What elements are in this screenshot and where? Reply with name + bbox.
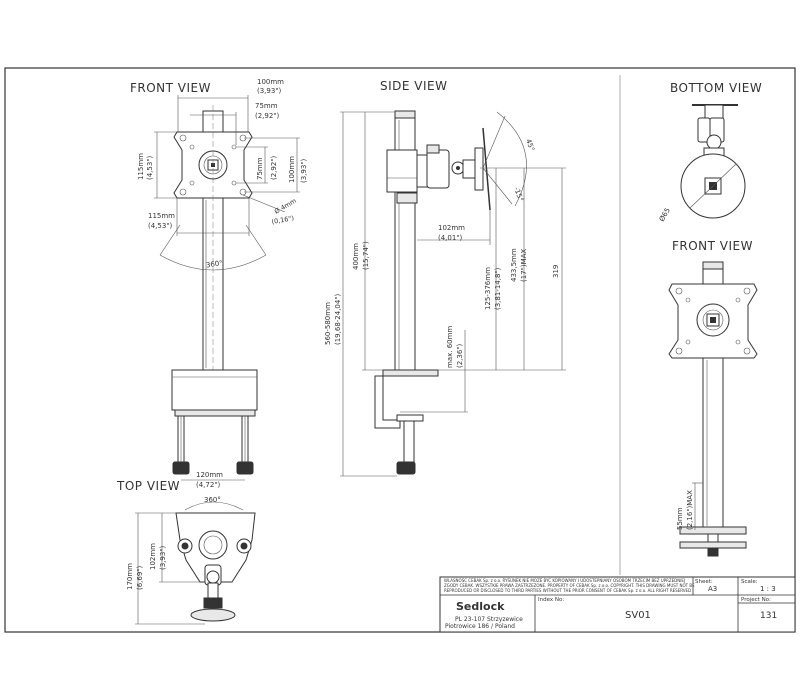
dim-170mm: 170mm [126,563,134,590]
side-clamp [374,375,401,429]
sheet-label: Sheet: [695,579,713,585]
dim-400in: (15,74") [362,241,370,270]
bottom-view: BOTTOM VIEW Ø65 [658,81,762,223]
sheet-border [4,67,796,633]
rotation-360-label: 360° [205,259,223,269]
dim-102mm-top: 102mm [149,543,157,570]
dim-102mm-side: 102mm [438,224,465,232]
scale-label: Scale: [741,579,758,585]
dim-125mm: 125-376mm [484,267,492,310]
top-rotation-360: 360° [204,496,221,504]
dim-400mm: 400mm [352,243,360,270]
side-view: SIDE VIEW 45° -15° 560-580mm (19,6 [324,79,566,477]
front-view-title: FRONT VIEW [130,81,211,95]
dim-115mm-left: 115mm [137,153,145,180]
dim-115in-bottom: (4,53") [148,222,173,230]
title-block: WLASNOSC CEBAK Sp. z o.o. RYSUNEK NIE MO… [439,576,796,633]
sheet-value: A3 [708,585,717,593]
dim-433mm: 433,5mm [510,248,518,282]
dim-100in: (3,93") [257,87,282,95]
dim-120mm: 120mm [196,471,223,479]
dim-4in: (0,16") [271,214,295,226]
dim-75in-right: (2,92") [270,155,278,180]
dim-170in: (6,69") [136,565,144,590]
scale-value: 1 : 3 [760,585,776,593]
index-label: Index No: [538,597,564,603]
top-view-title: TOP VIEW [116,479,180,493]
dim-560mm: 560-580mm [324,302,332,345]
company-logo: Sedlock [456,600,505,613]
dim-max60mm: max. 60mm [446,326,454,368]
top-view: TOP VIEW 360° 170mm (6,69") 102mm (3,93"… [116,479,256,625]
side-view-title: SIDE VIEW [380,79,448,93]
dim-75mm-right: 75mm [256,157,264,180]
project-value: 131 [760,611,777,621]
dim-55mm: 55mm [676,507,684,530]
dim-125in: (3,81-14,8") [494,267,502,310]
dim-4mm: Ø 4mm [273,197,298,216]
dim-max60in: (2,36") [456,343,464,368]
dim-100mm-right: 100mm [288,156,296,183]
dim-65-diameter: Ø65 [658,207,672,223]
desk-clamp-block [171,369,258,411]
dim-102in-top: (3,93") [159,545,167,570]
dim-120in: (4,72") [196,481,221,489]
dim-102in-side: (4,01") [438,234,463,242]
dim-55in: (2,16")MAX [686,490,694,530]
dim-115mm-bottom: 115mm [148,212,175,220]
dim-115in-left: (4,53") [146,155,154,180]
copyright-line-3: REPRODUCED OR DISCLOSED TO THIRD PARTIES… [444,588,691,593]
index-value: SV01 [625,610,651,621]
dim-100in-right: (3,93") [300,158,308,183]
dim-433in: (17")MAX [520,249,528,282]
front-view: FRONT VIEW 360° [130,78,308,489]
project-label: Project No: [741,597,771,603]
dim-75mm: 75mm [255,102,278,110]
copyright-line-1: WLASNOSC CEBAK Sp. z o.o. RYSUNEK NIE MO… [444,578,685,583]
dim-100mm: 100mm [257,78,284,86]
dim-319: 319 [552,265,560,278]
dim-75in: (2,92") [255,112,280,120]
copyright-line-2: ZGODY CEBAK. WSZYSTKIE PRAWA ZASTRZEZONE… [444,583,695,588]
tilt-45-label: 45° [524,138,536,152]
address-line-1: PL 23-107 Strzyzewice [455,616,523,623]
front-view-small: FRONT VIEW 55mm (2,16")MAX [668,239,758,557]
address-line-2: Piotrowice 186 / Poland [445,623,515,630]
front-view-small-title: FRONT VIEW [672,239,753,253]
dim-560in: (19,68-24,04") [334,293,342,345]
bottom-view-title: BOTTOM VIEW [670,81,762,95]
